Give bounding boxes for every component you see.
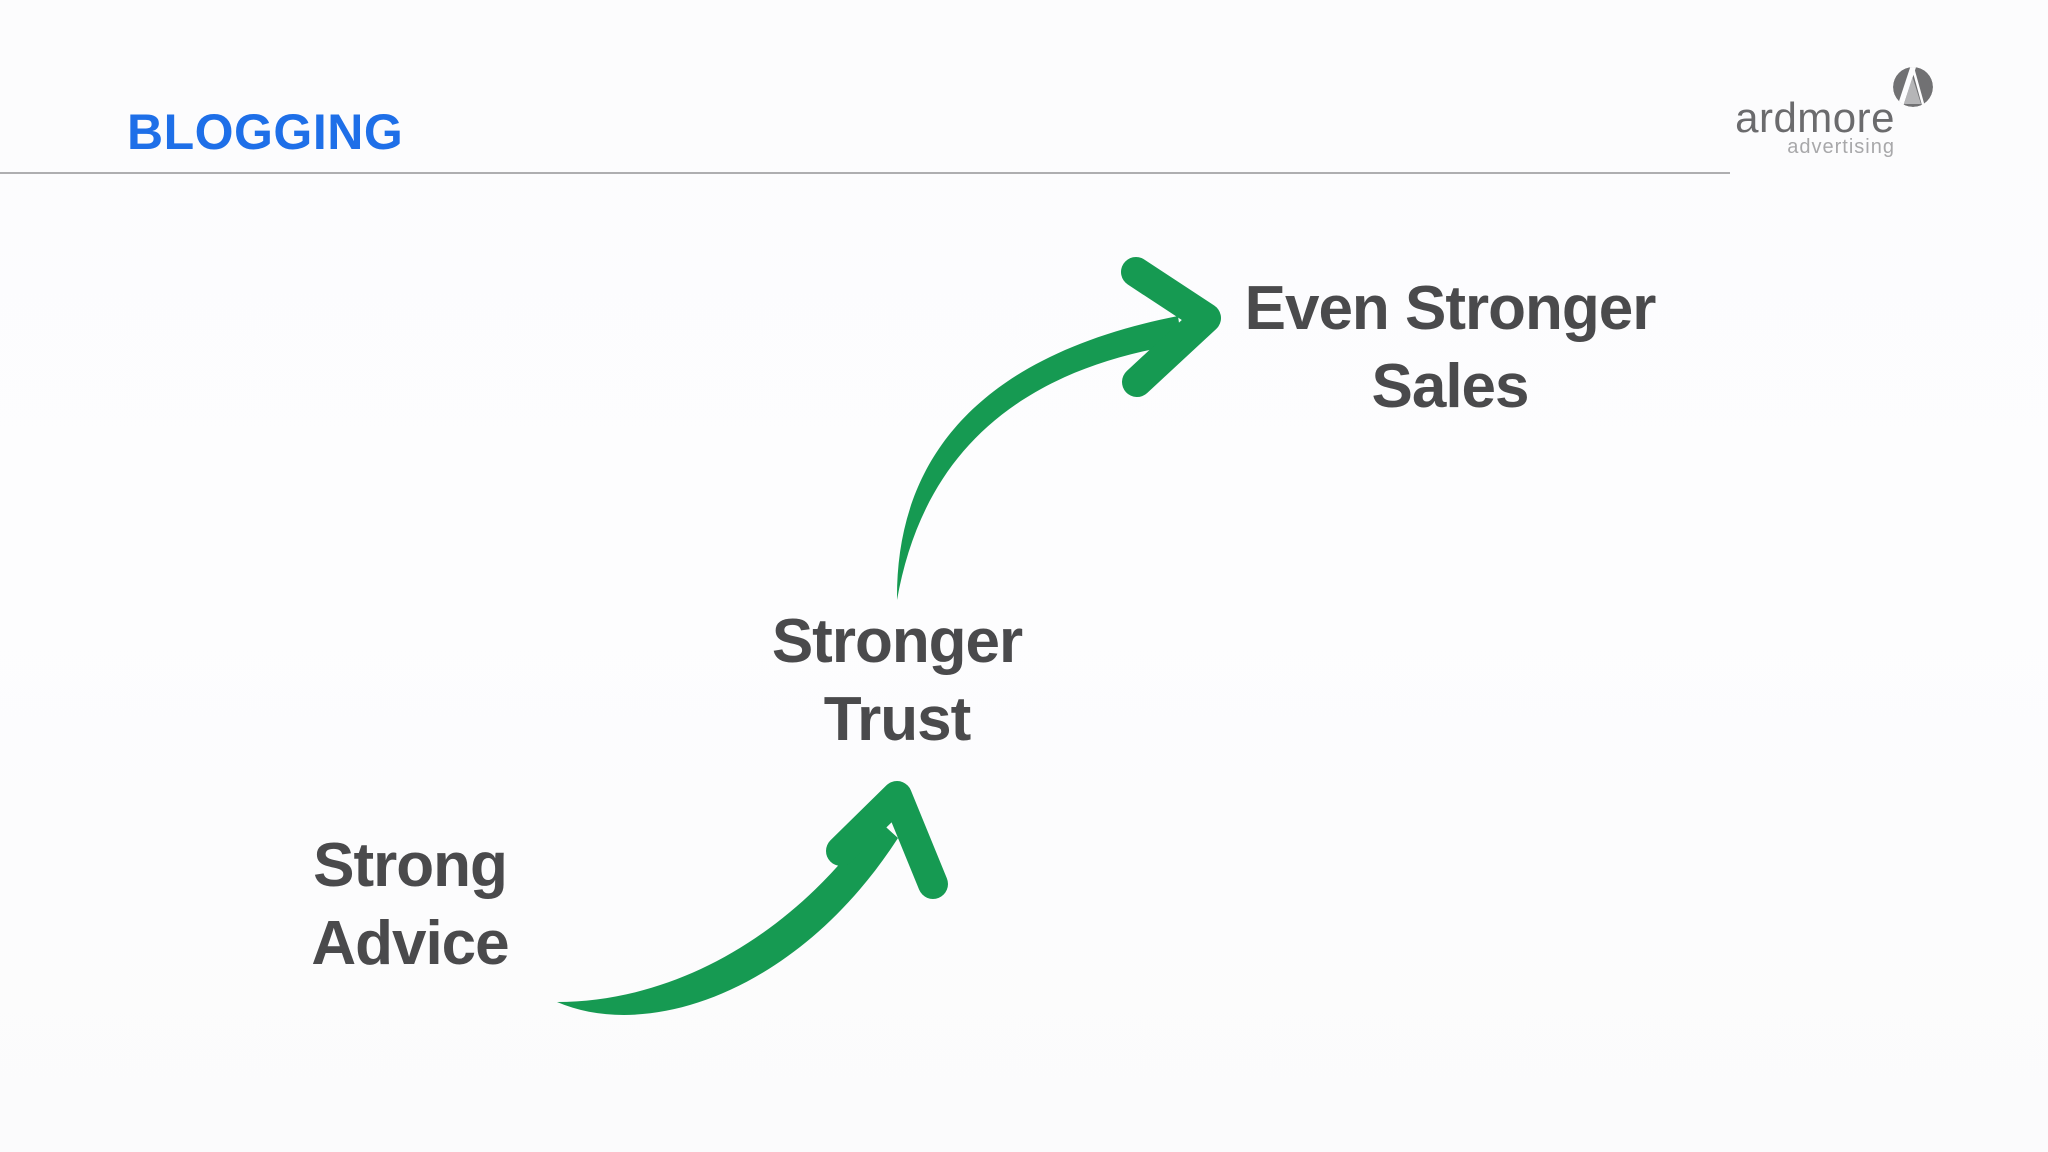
header-divider [0, 172, 1730, 174]
arrow-trust-to-sales-body [896, 316, 1182, 600]
step-label-even-stronger-sales: Even Stronger Sales [1244, 274, 1657, 421]
arrow-advice-to-trust [557, 781, 948, 1015]
ardmore-logo: ardmore advertising [1690, 60, 1970, 170]
mountain-peak-circle-icon [1893, 67, 1933, 107]
page-title: BLOGGING [127, 104, 404, 160]
logo-name: ardmore [1735, 94, 1895, 141]
logo-triangle [1904, 77, 1921, 104]
arrow-advice-to-trust-head [826, 781, 948, 899]
logo-tagline: advertising [1787, 136, 1895, 158]
step-label-stronger-trust: Stronger Trust [771, 607, 1023, 754]
logo-slash-right [1912, 69, 1925, 107]
logo-slash-left [1897, 67, 1918, 107]
step-label-strong-advice: Strong Advice [311, 831, 509, 978]
